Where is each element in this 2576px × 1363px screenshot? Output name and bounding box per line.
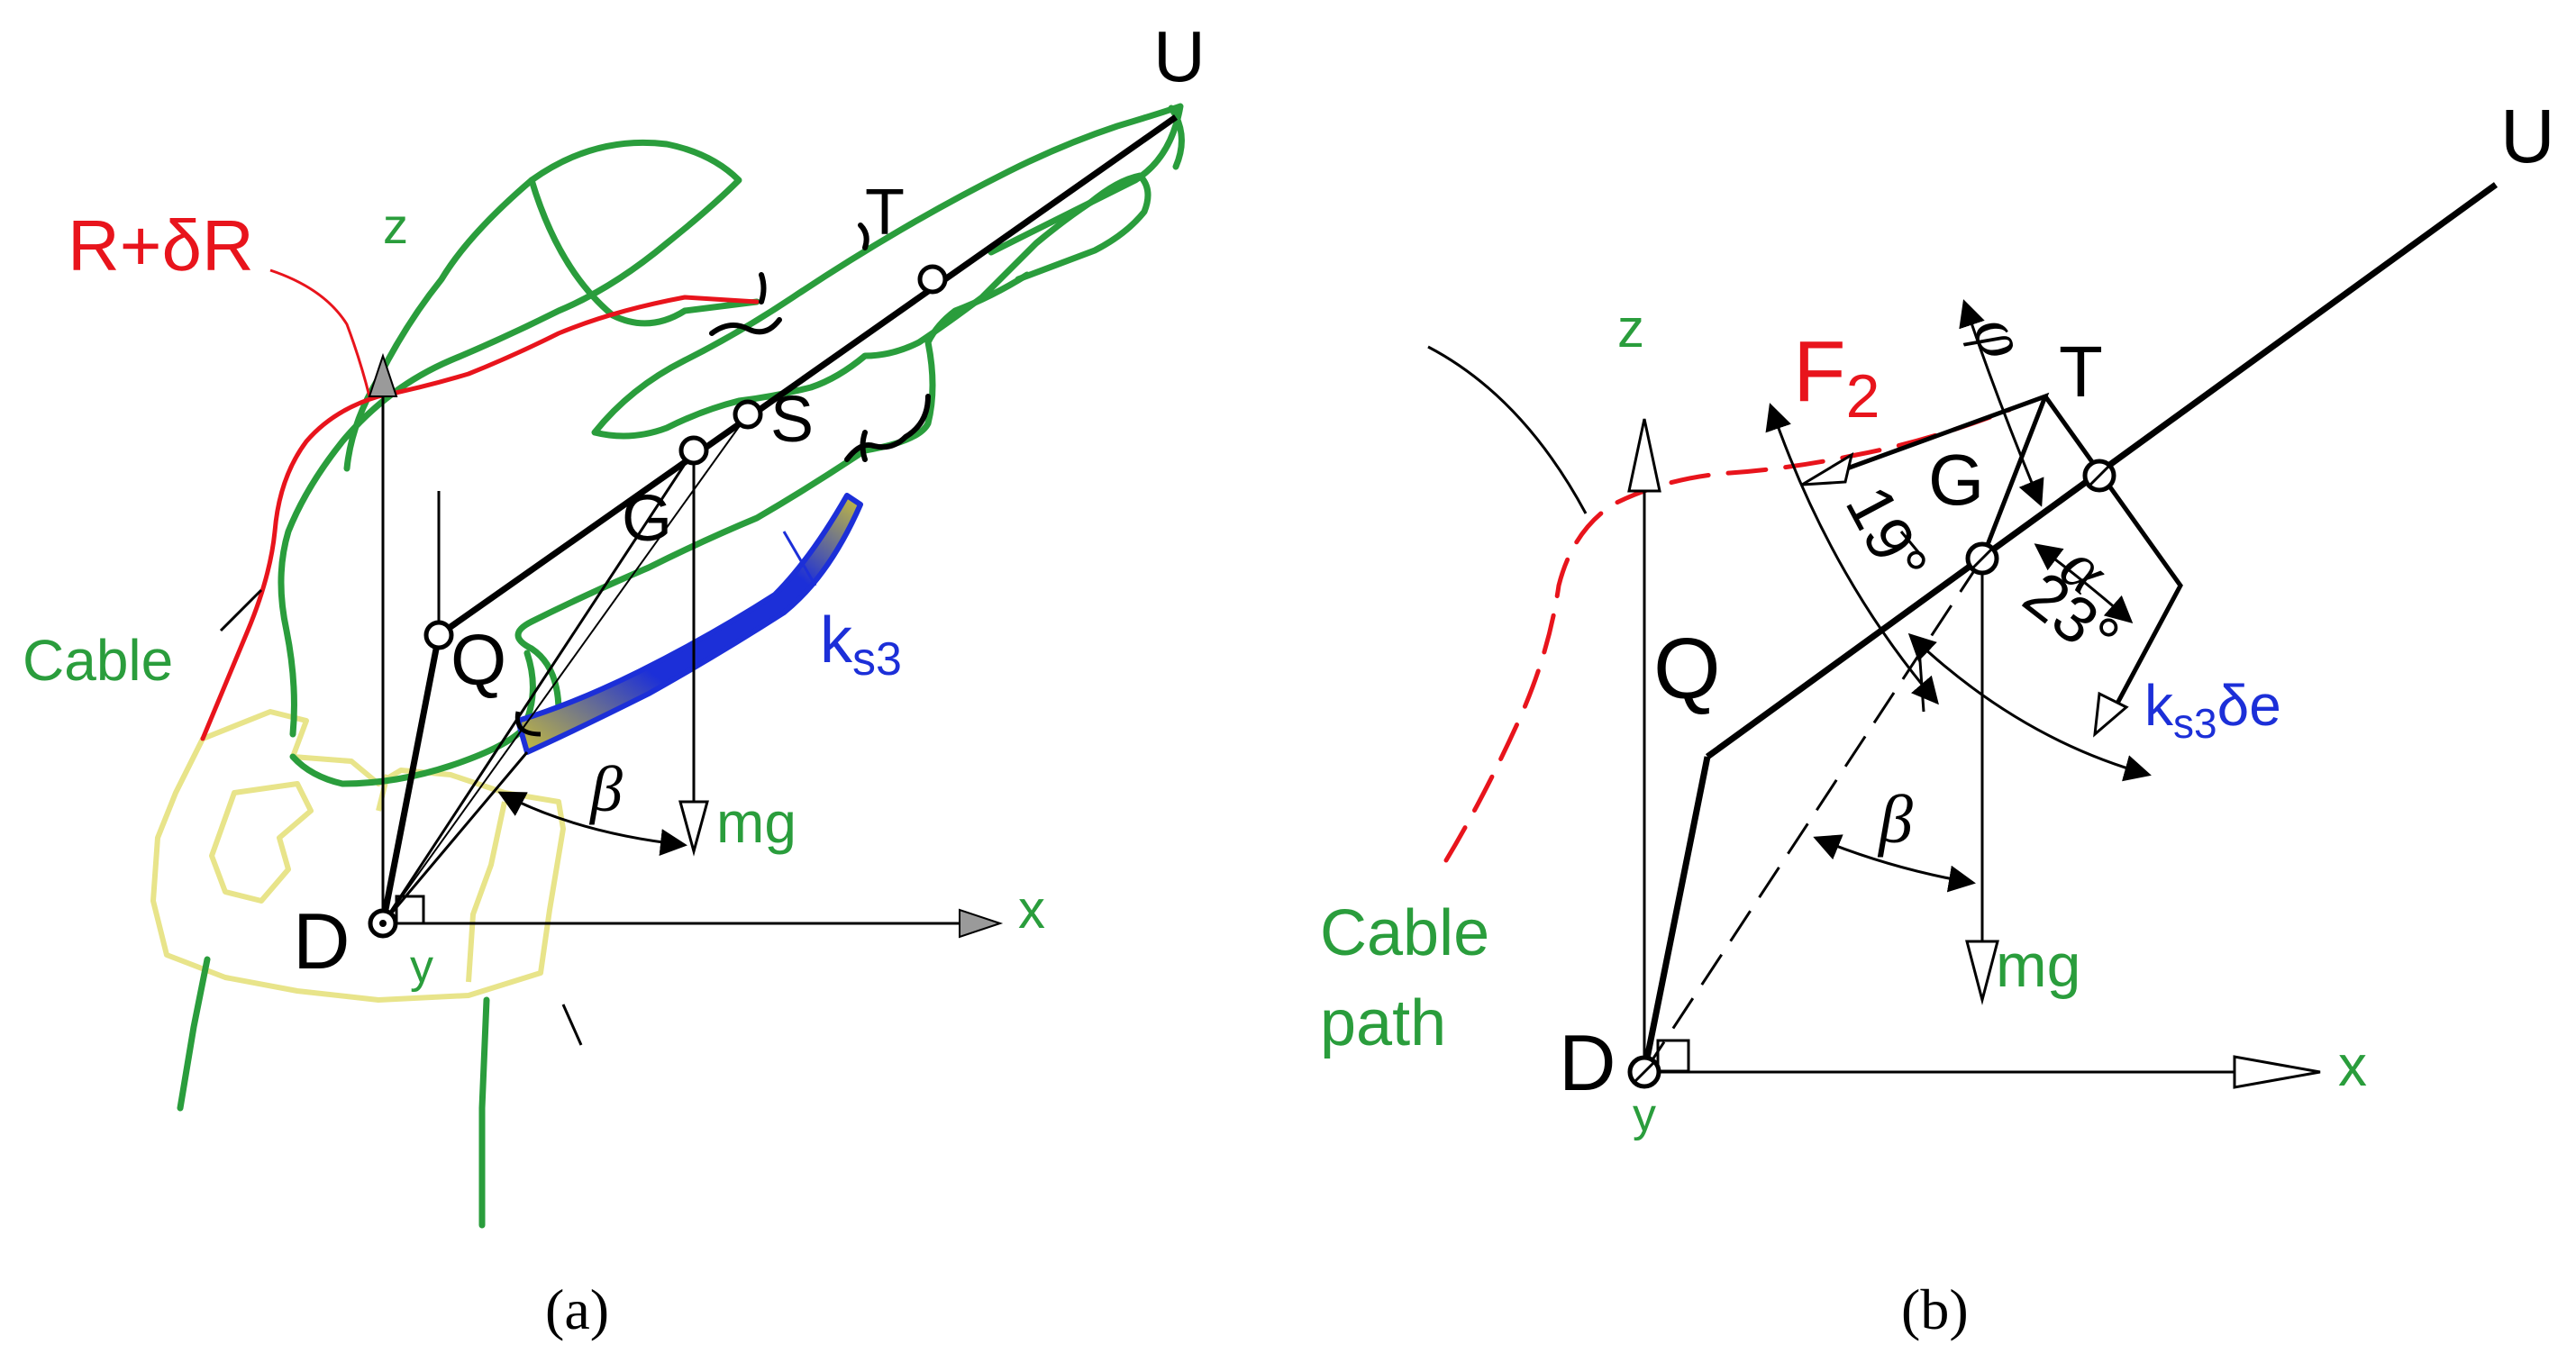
- line-d-spring: [381, 751, 529, 924]
- label-t-a: T: [865, 177, 905, 249]
- label-s-a: S: [770, 384, 814, 456]
- hand-outline: [177, 103, 1185, 1229]
- label-ks3-a: ks3: [820, 604, 902, 686]
- caption-b: (b): [1901, 1277, 1969, 1341]
- label-mg-a: mg: [716, 790, 796, 855]
- arc-alpha: [2034, 543, 2134, 623]
- label-g-b: G: [1928, 440, 1984, 520]
- label-y-a: y: [410, 940, 433, 993]
- label-x-a: x: [1018, 879, 1045, 940]
- misc-tick-a: [561, 1004, 583, 1046]
- label-phi: φ: [1958, 306, 2042, 368]
- link-d-g: [381, 450, 696, 924]
- reference-arc-b: [1427, 345, 1588, 514]
- x-arrowhead-a: [959, 908, 1004, 939]
- joint-t-a: [917, 264, 948, 295]
- label-beta-a: β: [588, 753, 623, 825]
- label-u-b: U: [2500, 94, 2555, 178]
- joint-q-a: [423, 620, 454, 650]
- label-x-b: x: [2338, 1033, 2367, 1098]
- tick-g-ref: [1899, 531, 1925, 559]
- arc-phi: [1959, 299, 2044, 507]
- joint-creases: [709, 223, 931, 462]
- cable-line: [200, 295, 760, 741]
- spring-leader-black: [514, 711, 542, 737]
- x-arrowhead-b: [2233, 1055, 2321, 1089]
- joint-d-a-dot: [379, 920, 387, 927]
- cable-leader: [219, 588, 263, 632]
- wrist-cuff: [150, 709, 566, 1003]
- beta-arc-b: [1813, 834, 1976, 893]
- label-cable-path-1: Cable: [1320, 897, 1489, 969]
- force-f2-arrowhead: [1801, 451, 1854, 486]
- link-d-q-b: [1641, 756, 1711, 1073]
- label-q-b: Q: [1653, 621, 1721, 717]
- label-mg-b: mg: [1996, 931, 2080, 1000]
- right-angle-b: [1656, 1039, 1690, 1073]
- link-q-u: [436, 114, 1179, 638]
- label-f2: F2: [1793, 323, 1880, 431]
- label-z-a: z: [383, 197, 408, 254]
- spring-ks3: [515, 493, 863, 755]
- joints-a: [368, 264, 948, 939]
- joint-g-a: [678, 435, 709, 466]
- kinematic-links-a: [379, 114, 1179, 924]
- link-d-s: [382, 413, 749, 924]
- z-arrowhead-a: [368, 352, 398, 397]
- label-u-a: U: [1153, 16, 1206, 96]
- spring-leader: [782, 531, 817, 586]
- arc-23-deg: [1907, 632, 2152, 782]
- panel-a: U T S G Q D z x y R+δR Cable ks3 β mg (a…: [23, 16, 1206, 1341]
- axes-a: [368, 352, 1004, 1046]
- label-y-b: y: [1633, 1089, 1656, 1141]
- link-d-q: [379, 634, 442, 924]
- label-r-delta-r: R+δR: [68, 205, 254, 286]
- panel-b: U T G Q D z x y F2 19° 23° α φ β mg ks3δ…: [1320, 94, 2555, 1341]
- caption-a: (a): [545, 1277, 609, 1341]
- label-cable-a: Cable: [23, 628, 173, 693]
- joint-s-a: [733, 399, 763, 430]
- cable-path-b: [1443, 407, 2012, 863]
- label-d-b: D: [1559, 1018, 1616, 1107]
- right-angle-a: [395, 895, 425, 925]
- label-z-b: z: [1617, 298, 1644, 359]
- axes-b: [1627, 418, 2321, 1089]
- label-q-a: Q: [451, 620, 506, 700]
- mg-arrowhead-b: [1965, 940, 1999, 1005]
- z-arrowhead-b: [1627, 418, 1661, 493]
- tick-19: [1917, 648, 1925, 713]
- joint-crosses-b: [1632, 463, 2112, 1085]
- label-cable-path-2: path: [1320, 987, 1446, 1059]
- label-d-a: D: [293, 896, 350, 986]
- beta-arc-a: [497, 791, 687, 857]
- label-beta-b: β: [1877, 782, 1913, 858]
- label-g-a: G: [622, 483, 672, 555]
- label-t-b: T: [2059, 332, 2103, 412]
- label-ks3-delta-e: ks3δe: [2144, 673, 2281, 747]
- r-delta-r-leader: [269, 268, 371, 397]
